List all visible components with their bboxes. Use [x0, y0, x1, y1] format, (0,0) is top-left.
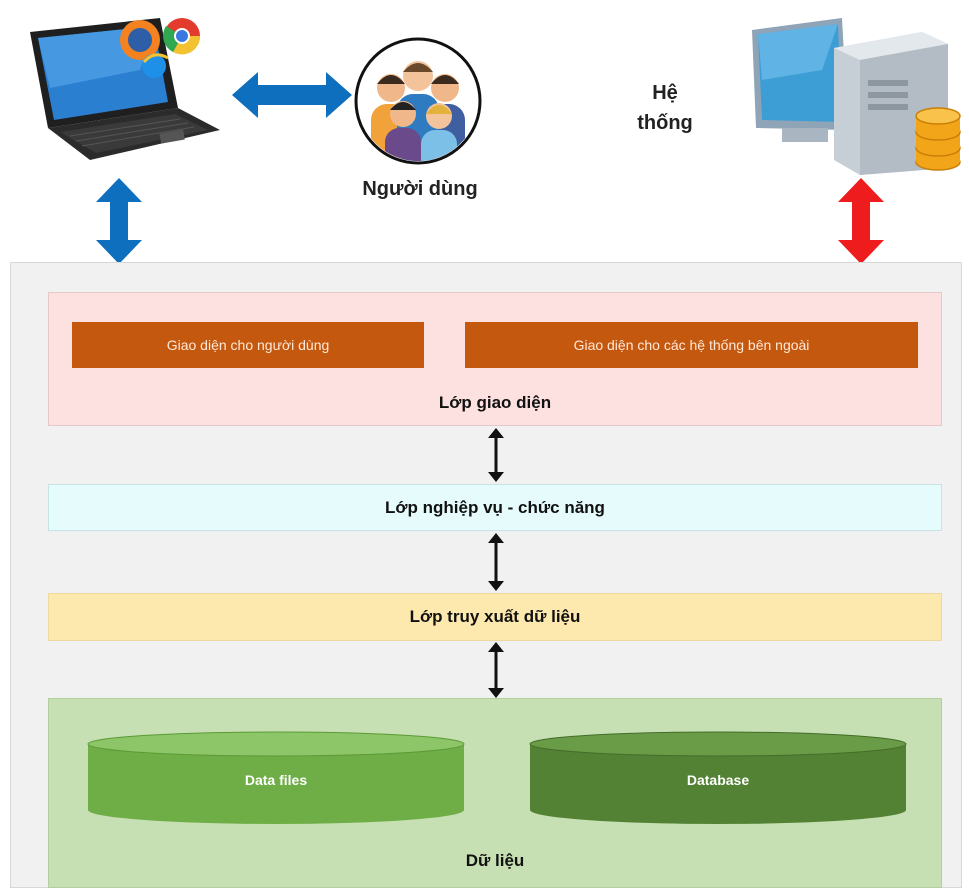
external-interface-box: Giao diện cho các hệ thống bên ngoài [465, 322, 918, 368]
server-computer-icon [752, 18, 948, 175]
system-illustration [742, 10, 964, 175]
system-label-line2: thống [637, 112, 693, 134]
arrow-business-data-access [488, 533, 504, 591]
data-layer-title: Dữ liệu [465, 851, 525, 870]
double-arrow-external-system [838, 178, 884, 264]
laptop-illustration [10, 10, 230, 175]
business-layer-title: Lớp nghiệp vụ - chức năng [385, 498, 605, 517]
database-coins-icon [915, 107, 961, 171]
arrow-ui-business [488, 428, 504, 482]
data-access-layer-title: Lớp truy xuất dữ liệu [409, 607, 581, 626]
arrow-data-access-data [488, 642, 504, 698]
data-files-label: Data files [244, 772, 308, 788]
system-label-line1: Hệ [652, 82, 678, 104]
user-label: Người dùng [362, 178, 478, 200]
double-arrow-laptop-system [96, 178, 142, 264]
system-label: Hệ thống [610, 78, 720, 138]
double-arrow-laptop-users [232, 72, 352, 118]
user-interface-box: Giao diện cho người dùng [72, 322, 424, 368]
data-files-cylinder [87, 731, 465, 824]
database-label: Database [686, 772, 750, 788]
data-access-layer: Lớp truy xuất dữ liệu [48, 593, 942, 641]
browser-icons [120, 18, 201, 78]
database-cylinder [529, 731, 907, 824]
ui-layer-title: Lớp giao diện [438, 393, 552, 412]
users-group-icon [353, 36, 483, 166]
business-layer: Lớp nghiệp vụ - chức năng [48, 484, 942, 531]
